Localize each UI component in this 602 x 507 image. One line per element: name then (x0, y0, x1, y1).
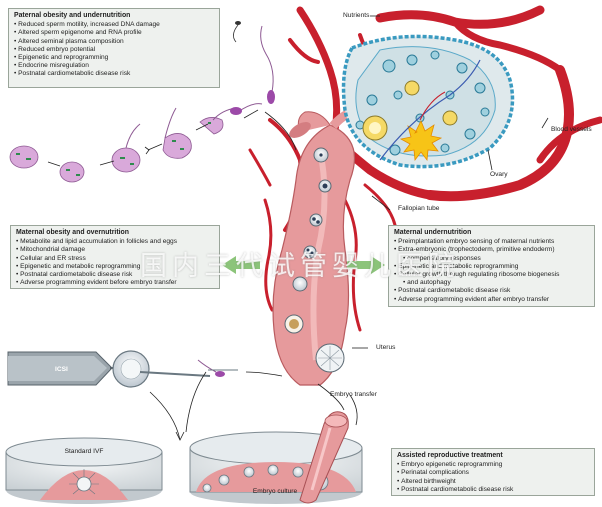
standard-ivf-label: Standard IVF (64, 448, 104, 455)
list-item: Epigenetic and metabolic reprogramming (16, 263, 214, 271)
assisted-reproductive-title: Assisted reproductive treatment (397, 452, 503, 459)
maternal-undernutrition-list: Preimplantation embryo sensing of matern… (394, 238, 589, 304)
list-item: Postnatal cardiometabolic disease risk (16, 271, 214, 279)
list-item: Reduced embryo potential (14, 46, 214, 54)
pipette-icon (7, 350, 238, 388)
list-item: Extra-embryonic (trophectoderm, primitiv… (394, 246, 589, 254)
list-item: Adverse programming evident before embry… (16, 279, 214, 287)
pipette-icon (299, 411, 349, 504)
maternal-obesity-list: Metabolite and lipid accumulation in fol… (16, 238, 214, 287)
list-item: Postnatal cardiometabolic disease risk (394, 287, 589, 295)
icsi-label: ICSI (55, 366, 68, 373)
paternal-list: Reduced sperm motility, increased DNA da… (14, 21, 214, 78)
list-item: Metabolite and lipid accumulation in fol… (16, 238, 214, 246)
paternal-title: Paternal obesity and undernutrition (14, 12, 131, 19)
list-item: Epigenetic and reprogramming (14, 54, 214, 62)
assisted-reproductive-list: Embryo epigenetic reprogramming Perinata… (397, 461, 589, 494)
paternal-box: Paternal obesity and undernutrition Redu… (8, 8, 220, 88)
list-item: Epigenetic and metabolic reprogramming (394, 263, 589, 271)
assisted-reproductive-box: Assisted reproductive treatment Embryo e… (391, 448, 595, 496)
nutrients-label: Nutrients (343, 12, 370, 19)
list-item: Altered sperm epigenome and RNA profile (14, 29, 214, 37)
blood-vessels (248, 5, 602, 332)
arrow-icon (222, 256, 385, 274)
uterus-label: Uterus (376, 344, 396, 351)
maternal-undernutrition-box: Maternal undernutrition Preimplantation … (388, 225, 595, 307)
ovary-label: Ovary (490, 171, 508, 178)
maternal-undernutrition-title: Maternal undernutrition (394, 229, 472, 236)
list-item: compensatory responses (394, 255, 589, 263)
list-item: Adverse programming evident after embryo… (394, 296, 589, 304)
list-item: Postnatal cardiometabolic disease risk (397, 486, 589, 494)
list-item: Mitochondrial damage (16, 246, 214, 254)
list-item: Cellular growth through regulating ribos… (394, 271, 589, 279)
list-item: Endocrine misregulation (14, 62, 214, 70)
embryo-culture-label: Embryo culture (252, 488, 298, 495)
watermark: 国内三代试管婴儿医院 (140, 251, 460, 282)
list-item: Preimplantation embryo sensing of matern… (394, 238, 589, 246)
list-item: Altered seminal plasma composition (14, 38, 214, 46)
embryo-transfer-label: Embryo transfer (330, 391, 377, 398)
ovary-icon (341, 34, 515, 169)
list-item: and autophagy (394, 279, 589, 287)
petri-dish-icon (5, 437, 163, 504)
list-item: Altered birthweight (397, 478, 589, 486)
blood-vessels-label: Blood vessels (551, 126, 592, 133)
sperm-icon (9, 21, 275, 377)
list-item: Embryo epigenetic reprogramming (397, 461, 589, 469)
fallopian-tube-label: Fallopian tube (398, 205, 440, 212)
list-item: Reduced sperm motility, increased DNA da… (14, 21, 214, 29)
list-item: Cellular and ER stress (16, 255, 214, 263)
list-item: Perinatal complications (397, 469, 589, 477)
maternal-obesity-box: Maternal obesity and overnutrition Metab… (10, 225, 220, 289)
list-item: Postnatal cardiometabolic disease risk (14, 70, 214, 78)
maternal-obesity-title: Maternal obesity and overnutrition (16, 229, 129, 236)
